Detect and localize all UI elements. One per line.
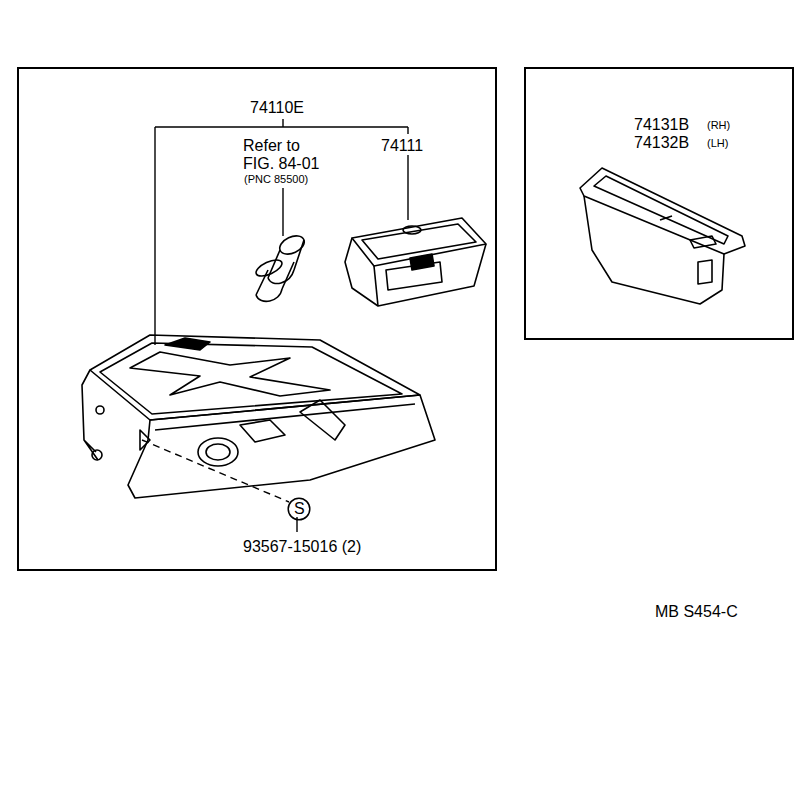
- parts-panel: 74131B (RH) 74132B (LH): [524, 67, 794, 340]
- part-number: 74111: [381, 137, 423, 155]
- symbol-circle: [289, 498, 311, 520]
- figure-code: MB S454-C: [655, 603, 738, 621]
- symbol-letter: S: [294, 500, 305, 518]
- part-number: 74131B: [634, 116, 689, 134]
- parts-panel: 74110E Refer to FIG. 84-01(PNC 85500) 7411…: [17, 67, 497, 571]
- side-pocket: [580, 168, 745, 304]
- reference-note: Refer to FIG. 84-01: [243, 137, 329, 172]
- cigarette-lighter: [254, 232, 307, 301]
- part-number: 74110E: [250, 99, 304, 117]
- ash-tray-housing: [82, 335, 435, 498]
- side-note: (LH): [707, 137, 728, 149]
- part-number: 74132B: [634, 134, 689, 152]
- leader-lines: [142, 119, 408, 532]
- side-note: (RH): [707, 119, 730, 131]
- part-number: 93567-15016 (2): [243, 538, 361, 556]
- ash-tray-insert: [345, 218, 486, 306]
- reference-note: (PNC 85500): [244, 173, 308, 185]
